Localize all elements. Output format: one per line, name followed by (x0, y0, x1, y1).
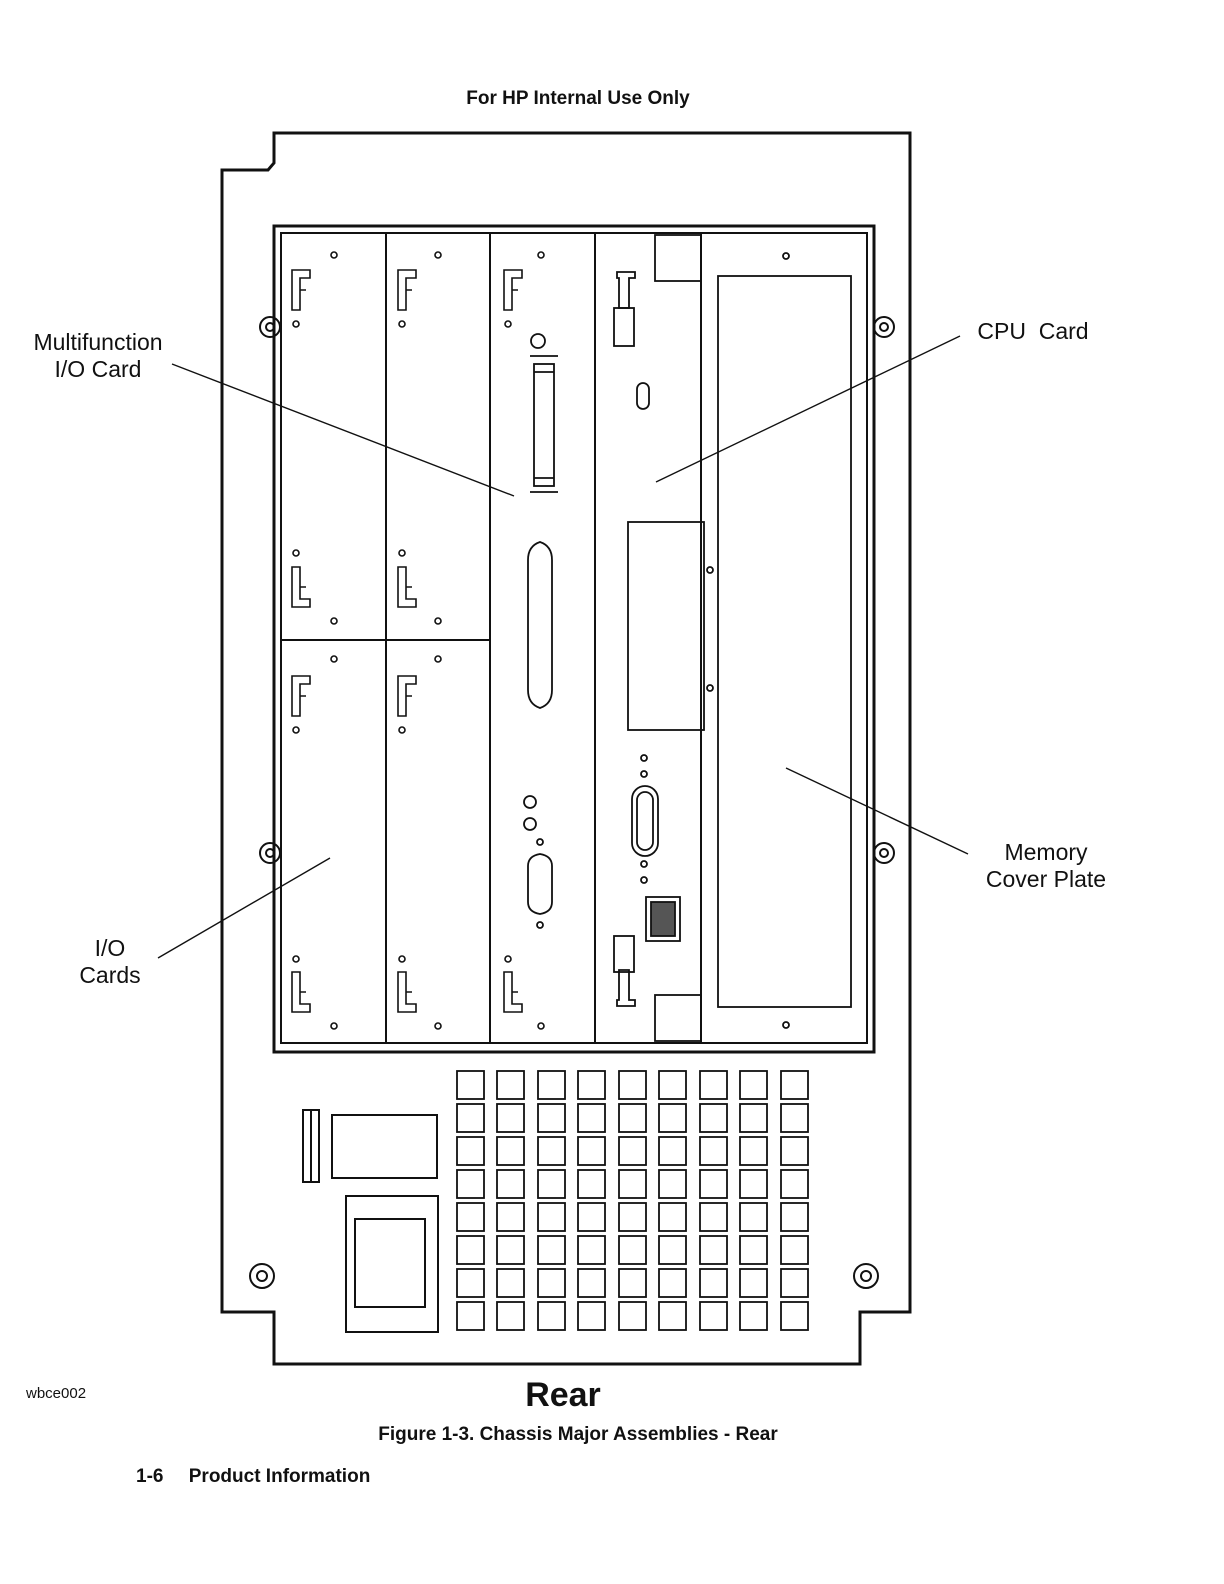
view-label: Rear (470, 1376, 656, 1415)
callout-line: I/O Card (18, 356, 178, 383)
callout-line: Cards (60, 962, 160, 989)
figure-id: wbce002 (26, 1385, 86, 1402)
callout-line: I/O (60, 935, 160, 962)
cpu-card-details (614, 235, 713, 1041)
callout-line: Multifunction (18, 329, 178, 356)
callout-line: Memory (976, 839, 1116, 866)
mounting-hole-icon (250, 1264, 274, 1288)
multifunction-connectors (524, 334, 558, 928)
mounting-hole-icon (854, 1264, 878, 1288)
callout-leaders (158, 336, 968, 958)
callout-line: Cover Plate (976, 866, 1116, 893)
callout-multifunction-io-card: Multifunction I/O Card (18, 329, 178, 383)
callout-memory-cover-plate: Memory Cover Plate (976, 839, 1116, 893)
memory-cover-plate (718, 253, 851, 1028)
power-panel (303, 1110, 438, 1332)
chassis-outline (222, 133, 910, 1364)
mounting-hole-icon (874, 843, 894, 863)
mounting-hole-icon (260, 843, 280, 863)
mounting-hole-icon (260, 317, 280, 337)
page-number: 1-6 (136, 1466, 163, 1487)
section-title: Product Information (189, 1466, 371, 1487)
callout-io-cards: I/O Cards (60, 935, 160, 989)
fan-grille (457, 1071, 808, 1330)
mounting-hole-icon (874, 317, 894, 337)
figure-caption: Figure 1-3. Chassis Major Assemblies - R… (300, 1424, 856, 1446)
page-footer: 1-6 Product Information (136, 1466, 370, 1488)
callout-cpu-card: CPU Card (968, 318, 1098, 345)
